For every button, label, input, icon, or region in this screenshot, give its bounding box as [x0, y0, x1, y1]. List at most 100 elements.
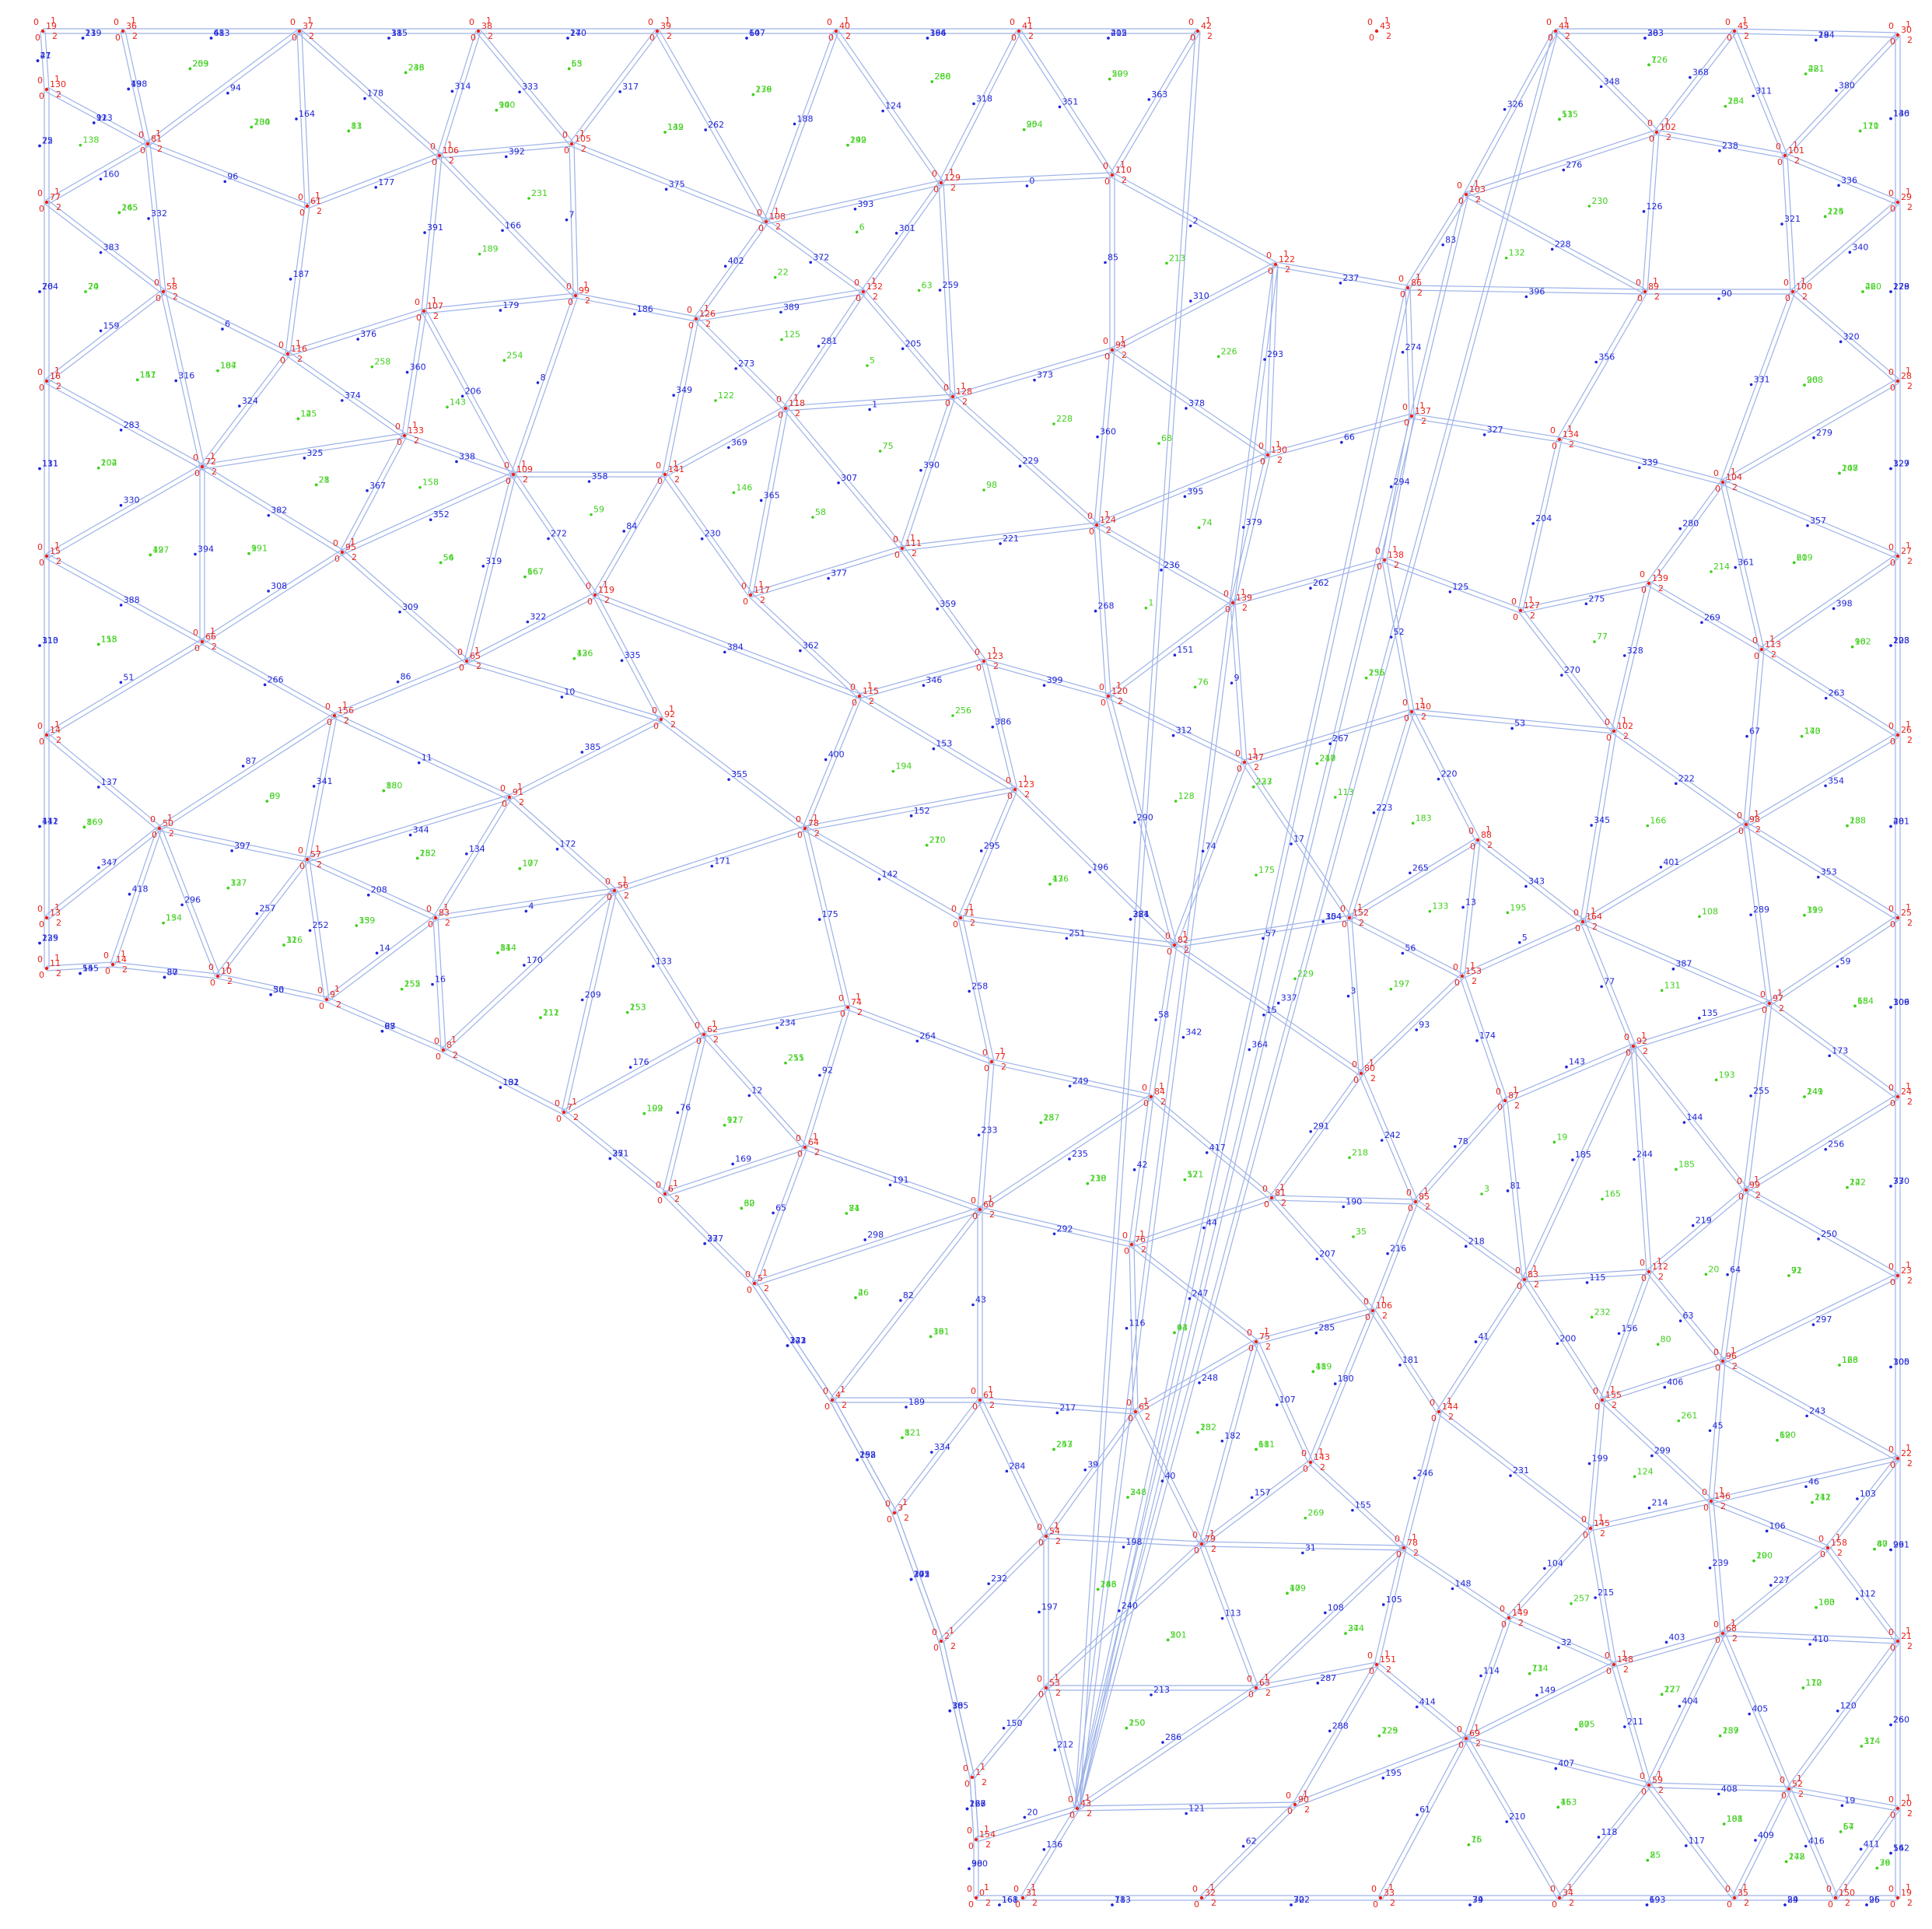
- edge-label: 399: [1047, 675, 1063, 685]
- edge-label: 21: [40, 51, 51, 61]
- vertex-local-index: 0: [894, 550, 900, 560]
- vertex-local-index: 0: [1457, 1724, 1462, 1735]
- face-label: 52: [1187, 1170, 1198, 1180]
- edge-marker: [1594, 360, 1598, 364]
- mesh-edge: [1258, 1340, 1314, 1462]
- vertex-local-index: 0: [1548, 33, 1553, 43]
- face-marker: [135, 378, 139, 382]
- edge-marker: [727, 446, 730, 450]
- edge-marker: [1453, 1145, 1457, 1148]
- vertex-local-index: 2: [1514, 1101, 1520, 1111]
- mesh-edge: [1654, 29, 1734, 131]
- vertex-marker: [803, 1145, 807, 1150]
- mesh-edge: [981, 1098, 1153, 1213]
- edge-marker: [1401, 350, 1405, 354]
- vertex-local-index: 1: [1276, 439, 1281, 450]
- face-marker: [79, 143, 82, 147]
- mesh-edge: [983, 663, 1108, 699]
- mesh-edge: [764, 222, 863, 294]
- edge-label: 401: [1663, 857, 1679, 867]
- edge-marker: [580, 998, 584, 1002]
- vertex-local-index: 0: [838, 993, 844, 1003]
- edge-label: 13: [1465, 897, 1476, 907]
- mesh-edge: [156, 828, 216, 978]
- edge-label: 61: [1419, 1805, 1430, 1815]
- face-marker: [1333, 796, 1337, 799]
- mesh-edge: [164, 289, 289, 352]
- edge-marker: [775, 1026, 779, 1030]
- face-marker: [878, 450, 882, 453]
- mesh-edge: [802, 695, 858, 828]
- mesh-edge: [834, 1399, 898, 1512]
- mesh-edge: [1466, 134, 1658, 198]
- mesh-edge: [160, 717, 336, 831]
- edge-label: 77: [1604, 976, 1615, 986]
- face-label: 255: [404, 979, 421, 989]
- face-label: 5: [870, 355, 875, 366]
- vertex-local-index: 0: [1888, 542, 1894, 552]
- vertex-local-index: 0: [1890, 37, 1895, 47]
- vertex-label: 64: [808, 1137, 819, 1147]
- vertex-local-index: 0: [1624, 1032, 1629, 1042]
- edge-label: 232: [991, 1574, 1007, 1584]
- vertex-local-index: 2: [869, 696, 874, 706]
- mesh-edge: [1269, 1199, 1372, 1313]
- mesh-edge: [160, 292, 201, 467]
- face-label: 125: [784, 330, 800, 340]
- vertex-local-index: 1: [1769, 634, 1775, 644]
- vertex-local-index: 1: [1023, 774, 1028, 784]
- edge-label: 342: [1185, 1028, 1202, 1038]
- face-label: 102: [646, 1104, 663, 1114]
- vertex-local-index: 0: [743, 597, 748, 607]
- mesh-edge: [1604, 1272, 1652, 1402]
- vertex-local-index: 0: [1408, 1203, 1413, 1213]
- vertex-local-index: 1: [1797, 1773, 1802, 1784]
- mesh-edge: [1647, 1188, 1745, 1271]
- face-label: 254: [506, 350, 523, 360]
- mesh-edge: [860, 693, 1017, 788]
- edge-label: 157: [1255, 1487, 1271, 1497]
- mesh-edge: [1720, 290, 1791, 482]
- vertex-local-index: 0: [555, 1098, 560, 1108]
- edge-marker: [926, 37, 929, 40]
- vertex-label: 105: [575, 134, 591, 144]
- mesh-edge: [659, 30, 769, 221]
- edge-marker: [1321, 920, 1325, 923]
- edge-marker: [1769, 1584, 1773, 1587]
- vertex-local-index: 1: [121, 949, 126, 959]
- edge-label: 130: [1893, 109, 1909, 119]
- edge-label: 80: [167, 967, 178, 977]
- vertex-local-index: 0: [114, 17, 119, 27]
- face-marker: [1506, 911, 1510, 915]
- vertex-label: 5: [758, 1273, 763, 1283]
- face-marker: [1197, 526, 1201, 530]
- vertex-local-index: 0: [1517, 1281, 1522, 1291]
- vertex-local-index: 2: [1658, 1272, 1664, 1282]
- edge-label: 301: [899, 223, 915, 233]
- edge-label: 325: [306, 448, 323, 458]
- edge-marker: [622, 530, 626, 533]
- mesh-edge: [943, 182, 956, 397]
- face-label: 258: [374, 357, 390, 367]
- vertex-local-index: 2: [912, 548, 917, 558]
- mesh-edge: [1256, 1312, 1374, 1345]
- mesh-edge: [592, 596, 660, 721]
- vertex-label: 102: [1617, 721, 1633, 731]
- vertex-local-index: 0: [1010, 17, 1015, 27]
- mesh-edge: [1790, 1787, 1839, 1898]
- edge-label: 343: [1528, 877, 1545, 887]
- vertex-local-index: 0: [39, 919, 44, 929]
- edge-label: 326: [1507, 100, 1524, 110]
- vertex-local-index: 0: [1828, 1899, 1833, 1910]
- mesh-edge: [829, 1401, 893, 1514]
- edge-marker: [759, 499, 763, 502]
- vertex-marker: [1230, 600, 1235, 605]
- face-label: 237: [1256, 777, 1272, 787]
- mesh-edge: [1600, 1401, 1710, 1504]
- edge-label: 174: [1479, 1031, 1496, 1041]
